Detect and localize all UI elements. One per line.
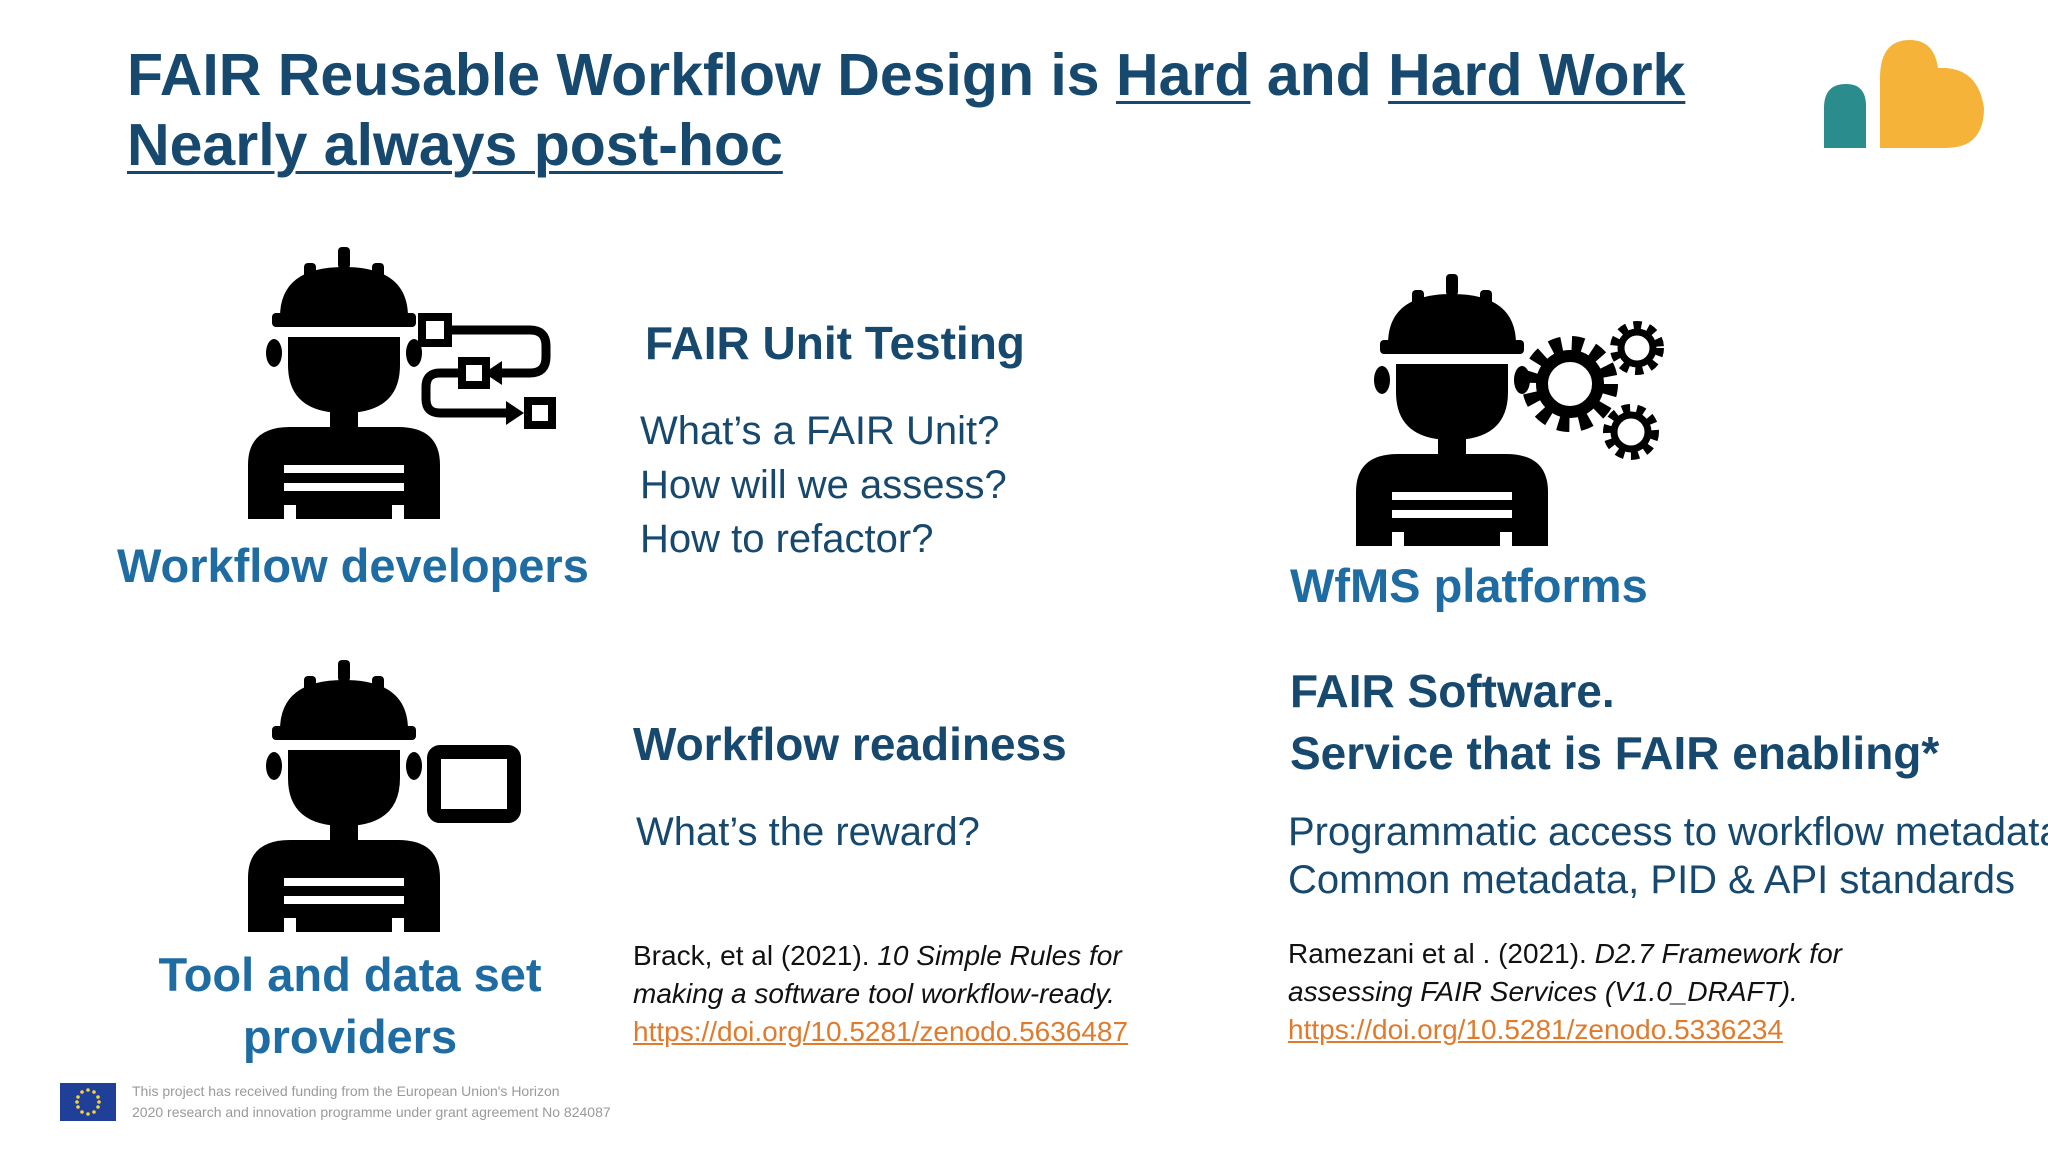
role-tool-data-providers: Tool and data set providers — [120, 944, 580, 1068]
doi-link-text[interactable]: https://doi.org/10.5281/zenodo.5336234 — [1288, 1014, 1784, 1045]
unit-testing-heading: FAIR Unit Testing — [645, 317, 1025, 369]
title-line-1: FAIR Reusable Workflow Design is Hard an… — [127, 40, 1685, 110]
doi-link-text[interactable]: https://doi.org/10.5281/zenodo.5636487 — [633, 1016, 1129, 1047]
fair-software-heading-line: FAIR Software. — [1290, 665, 1615, 717]
funding-line: 2020 research and innovation programme u… — [132, 1104, 611, 1120]
citation-title: making a software tool workflow-ready. — [633, 978, 1115, 1009]
title-and: and — [1250, 42, 1389, 108]
citation-ramezani: Ramezani et al . (2021). D2.7 Framework … — [1288, 935, 1842, 1049]
slide-title: FAIR Reusable Workflow Design is Hard an… — [127, 40, 1685, 180]
citation-authors: Ramezani et al . (2021). — [1288, 938, 1595, 969]
funding-line: This project has received funding from t… — [132, 1083, 560, 1099]
eu-flag-icon — [60, 1083, 116, 1121]
title-post-hoc: Nearly always post-hoc — [127, 112, 783, 178]
readiness-question: What’s the reward? — [636, 810, 980, 854]
unit-testing-question: How to refactor? — [640, 517, 934, 561]
funding-footer: This project has received funding from t… — [60, 1077, 680, 1127]
role-providers-line: Tool and data set — [158, 948, 542, 1001]
role-workflow-developers: Workflow developers — [117, 539, 589, 592]
unit-testing-question: How will we assess? — [640, 463, 1007, 507]
worker-flowchart-icon — [248, 247, 556, 519]
citation-line: Ramezani et al . (2021). D2.7 Framework … — [1288, 935, 1842, 973]
worker-tool-icon — [248, 660, 521, 932]
role-wfms-platforms: WfMS platforms — [1290, 559, 1648, 612]
fair-software-points: Programmatic access to workflow metadata… — [1288, 808, 2048, 904]
unit-testing-questions: What’s a FAIR Unit? How will we assess? … — [640, 404, 1007, 566]
worker-gears-icon — [1356, 274, 1664, 546]
title-hard-work: Hard Work — [1388, 42, 1686, 108]
citation-doi-link[interactable]: https://doi.org/10.5281/zenodo.5336234 — [1288, 1011, 1842, 1049]
citation-line: Brack, et al (2021). 10 Simple Rules for — [633, 937, 1128, 975]
unit-testing-question: What’s a FAIR Unit? — [640, 409, 1000, 453]
fair-software-point: Common metadata, PID & API standards — [1288, 858, 2016, 902]
citation-title: assessing FAIR Services (V1.0_DRAFT). — [1288, 976, 1798, 1007]
title-line-2: Nearly always post-hoc — [127, 110, 1685, 180]
fair-software-heading-line: Service that is FAIR enabling* — [1290, 727, 1940, 779]
citation-title: D2.7 Framework for — [1594, 938, 1842, 969]
citation-line: making a software tool workflow-ready. — [633, 975, 1128, 1013]
citation-line: assessing FAIR Services (V1.0_DRAFT). — [1288, 973, 1842, 1011]
citation-authors: Brack, et al (2021). — [633, 940, 878, 971]
fair-software-point: Programmatic access to workflow metadata — [1288, 810, 2048, 854]
citation-doi-link[interactable]: https://doi.org/10.5281/zenodo.5636487 — [633, 1013, 1128, 1051]
eu-stars-icon — [75, 1088, 101, 1116]
title-text: FAIR Reusable Workflow Design is — [127, 42, 1116, 108]
fair-software-heading: FAIR Software. Service that is FAIR enab… — [1290, 660, 1939, 784]
title-hard: Hard — [1116, 42, 1251, 108]
funding-text: This project has received funding from t… — [132, 1081, 611, 1123]
heart-cloud-logo — [1824, 40, 1984, 148]
citation-title: 10 Simple Rules for — [877, 940, 1122, 971]
citation-brack: Brack, et al (2021). 10 Simple Rules for… — [633, 937, 1128, 1051]
role-providers-line: providers — [242, 1010, 458, 1063]
readiness-heading: Workflow readiness — [633, 718, 1067, 770]
